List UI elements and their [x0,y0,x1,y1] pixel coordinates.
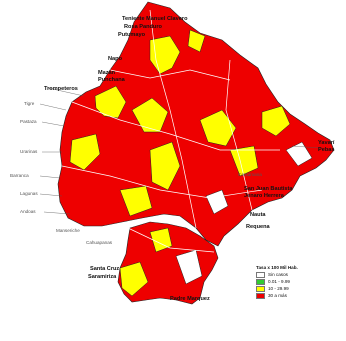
map-legend: Tasa x 100 Mil Hab. Sin casos 0.01 - 9.9… [256,265,326,299]
label-trompeteros: Trompeteros [44,86,78,92]
region-north-red [57,1,335,247]
label-san-juan: San Juan Bautista [244,186,293,192]
region-yellow-4 [131,97,169,133]
label-jenaro-herrera: Jenaro Herrera [244,193,284,199]
legend-swatch-none [256,271,265,278]
label-andoas: Andoas [20,209,36,214]
legend-label: 10 - 29.99 [268,286,289,291]
label-napo: Napo [108,56,122,62]
label-contamana: Contamana [238,172,262,177]
label-santa-cruz: Santa Cruz [90,266,120,272]
legend-item: 30 a más [256,292,326,299]
legend-item: 0.01 - 9.99 [256,278,326,285]
region-yellow-2 [187,29,206,53]
legend-item: Sin casos [256,271,326,278]
label-urarinas: Urarinas [20,149,38,154]
label-barranca: Barranca [10,173,29,178]
label-cahuapanas: Cahuapanas [86,240,113,245]
label-padre-marquez: Padre Marquez [170,296,210,302]
region-white-1 [285,141,313,167]
legend-label: 30 a más [268,293,287,298]
region-yellow-11 [119,261,149,297]
region-yellow-8 [261,105,291,137]
label-saramiriza: Saramiriza [88,274,117,280]
legend-label: Sin casos [268,272,288,277]
label-mazan: Mazán [98,70,116,76]
label-tigre: Tigre [24,101,35,106]
label-pebas: Pebas [318,147,335,153]
label-yavari: Yavarí [318,140,335,146]
region-yellow-7 [199,109,237,147]
leader-lines [39,87,321,215]
label-nauta: Nauta [250,212,266,218]
label-manseriche: Manseriche [56,228,80,233]
legend-title: Tasa x 100 Mil Hab. [256,265,298,270]
label-lagunas: Lagunas [20,191,38,196]
label-putumayo: Putumayo [118,32,146,38]
region-white-3 [175,249,203,285]
region-yellow-5 [69,133,101,171]
legend-item: 10 - 29.99 [256,285,326,292]
region-yellow-10 [229,145,259,177]
label-requena: Requena [246,224,270,230]
region-yellow-6 [149,141,181,191]
label-punchana: Punchana [98,77,125,83]
legend-label: 0.01 - 9.99 [268,279,290,284]
label-pastaza: Pastaza [20,119,37,124]
region-yellow-3 [94,85,127,119]
legend-swatch-low [256,278,265,285]
label-rosa-panduro: Rosa Panduro [124,24,162,30]
legend-swatch-high [256,292,265,299]
label-teniente-clavero: Teniente Manuel Clavero [122,16,188,22]
legend-swatch-mid [256,285,265,292]
region-yellow-9 [119,185,153,217]
district-borders [61,9,280,253]
